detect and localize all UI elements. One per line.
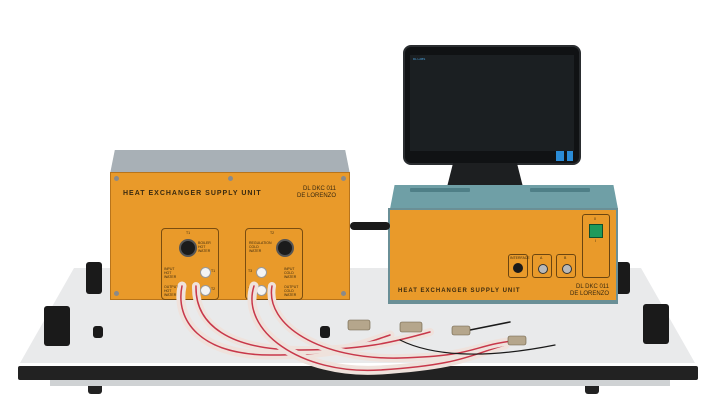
screw bbox=[114, 176, 119, 181]
unit-title: HEAT EXCHANGER SUPPLY UNIT bbox=[123, 190, 262, 197]
port-label: OUTPUT COLD WATER bbox=[284, 285, 299, 297]
monitor-stand bbox=[447, 163, 523, 187]
right-unit-base-strip bbox=[388, 300, 618, 304]
port-label: OUTPUT HOT WATER bbox=[164, 285, 179, 297]
power-switch-bezel: 0 I bbox=[582, 214, 610, 278]
hot-water-valve-knob[interactable] bbox=[179, 239, 197, 257]
connector-a[interactable] bbox=[538, 264, 548, 274]
front-right-handle[interactable] bbox=[643, 304, 669, 344]
unit-title: HEAT EXCHANGER SUPPLY UNIT bbox=[398, 288, 521, 294]
sensor-connector bbox=[507, 335, 527, 346]
switch-mark: 0 bbox=[594, 217, 596, 221]
interface-socket-bezel: INTERFACE bbox=[508, 254, 530, 278]
screw bbox=[114, 291, 119, 296]
intel-sticker bbox=[556, 151, 564, 161]
connector-b-bezel: B bbox=[556, 254, 576, 278]
brand-name: DE LORENZO bbox=[297, 193, 337, 199]
vent-slot bbox=[530, 188, 590, 192]
power-switch[interactable] bbox=[589, 224, 603, 238]
rear-right-handle[interactable] bbox=[614, 262, 630, 294]
model-number: DL DKC 011 bbox=[303, 186, 337, 192]
screw bbox=[341, 176, 346, 181]
interface-socket[interactable] bbox=[513, 263, 523, 273]
connector-a-bezel: A bbox=[532, 254, 552, 278]
port-tag: T2 bbox=[211, 287, 216, 291]
hot-water-panel: T1 BOILER HOT WATER INPUT HOT WATER T1 O… bbox=[161, 228, 219, 300]
right-unit-top-cover bbox=[390, 185, 618, 209]
port-label: INPUT COLD WATER bbox=[284, 267, 297, 279]
knob-label: REGULATION COLD WATER bbox=[249, 241, 272, 253]
plate-knob[interactable] bbox=[93, 326, 103, 338]
base-plate-underside bbox=[50, 380, 670, 386]
cold-water-inlet-port[interactable] bbox=[256, 267, 267, 278]
port-tag: T3 bbox=[248, 269, 253, 273]
socket-label: INTERFACE bbox=[510, 256, 530, 260]
port-label: INPUT HOT WATER bbox=[164, 267, 177, 279]
socket-label: B bbox=[564, 256, 567, 260]
screw bbox=[341, 291, 346, 296]
plate-foot bbox=[88, 386, 102, 394]
monitor-screen[interactable]: DL LABS bbox=[410, 55, 574, 151]
rear-left-handle[interactable] bbox=[86, 262, 102, 294]
unit-code-block: DL DKC 011 DE LORENZO bbox=[297, 186, 336, 200]
sensor-connector bbox=[347, 319, 371, 331]
sensor-connector bbox=[399, 321, 423, 333]
screw bbox=[228, 176, 233, 181]
port-tag: T1 bbox=[211, 269, 216, 273]
plate-foot bbox=[585, 386, 599, 394]
switch-mark: I bbox=[595, 239, 596, 243]
brand-name: DE LORENZO bbox=[570, 291, 610, 297]
model-number: DL DKC 011 bbox=[576, 284, 610, 290]
unit-code-block: DL DKC 011 DE LORENZO bbox=[570, 284, 609, 298]
sensor-connector bbox=[451, 325, 471, 336]
left-unit-top-cover bbox=[110, 150, 350, 174]
plate-knob[interactable] bbox=[320, 326, 330, 338]
screen-corner-text: DL LABS bbox=[413, 57, 426, 61]
knob-label: BOILER HOT WATER bbox=[198, 241, 211, 253]
left-heat-exchanger-unit: HEAT EXCHANGER SUPPLY UNIT DL DKC 011 DE… bbox=[110, 172, 350, 300]
right-heat-exchanger-unit: INTERFACE A B 0 I HEAT EXCHANGER SUPPLY … bbox=[388, 208, 618, 302]
socket-label: A bbox=[540, 256, 543, 260]
windows-sticker bbox=[567, 151, 573, 161]
connector-b[interactable] bbox=[562, 264, 572, 274]
interconnect-cable bbox=[350, 222, 390, 230]
hot-water-outlet-port[interactable] bbox=[200, 285, 211, 296]
panel-top-label: T2 bbox=[270, 231, 275, 235]
panel-top-label: T1 bbox=[186, 231, 191, 235]
vent-slot bbox=[410, 188, 470, 192]
hot-water-inlet-port[interactable] bbox=[200, 267, 211, 278]
cold-water-valve-knob[interactable] bbox=[276, 239, 294, 257]
front-left-handle[interactable] bbox=[44, 306, 70, 346]
